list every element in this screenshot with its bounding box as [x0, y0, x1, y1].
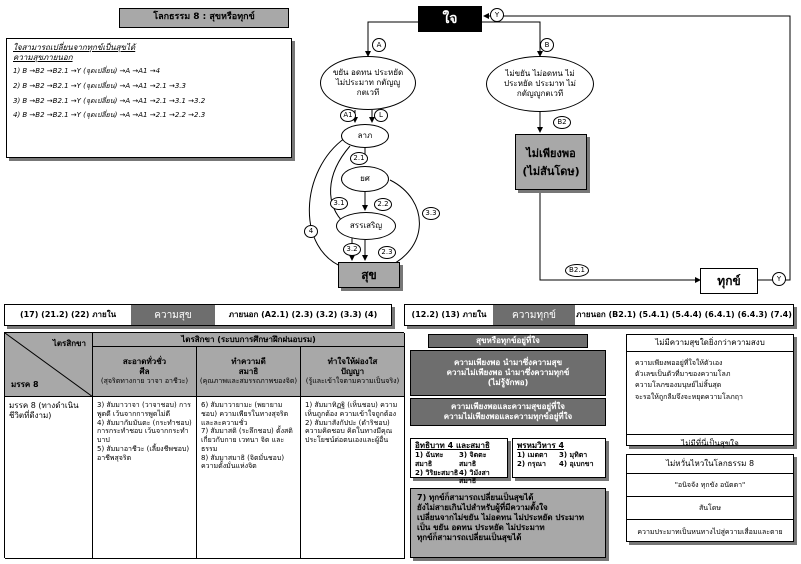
label-2-2: 2.2	[374, 198, 392, 211]
brahmavihara-title: พรหมวิหาร 4	[517, 441, 565, 450]
brahmavihara-item: 3) มุทิตา	[559, 451, 588, 459]
peace-footer: ไม่มีที่นี่เป็นสุขใจ	[627, 434, 793, 453]
iddhipada-item: 3) จิตตะสมาธิ	[459, 451, 487, 468]
unshaken-title: ไม่หวั่นไหวในโลกธรรม 8	[627, 455, 793, 474]
col-samadhi: ทำความดี สมาธิ (คุณภาพและสมรรถภาพของจิต)	[197, 347, 301, 397]
label-b21: B2.1	[565, 264, 589, 277]
flow-connectors	[308, 13, 791, 283]
label-2-1: 2.1	[350, 152, 368, 165]
edge-heart-left	[365, 21, 418, 57]
table-corner: ไตรสิกขา มรรค 8	[5, 333, 93, 397]
edge-heart-right	[482, 21, 543, 57]
suffering-label: ความทุกข์	[493, 305, 575, 325]
label-b2: B2	[553, 116, 571, 129]
label-2-3: 2.3	[378, 246, 396, 259]
brahmavihara-box: พรหมวิหาร 4 1) เมตตา 3) มุทิตา 2) กรุณา …	[512, 438, 606, 478]
mid-heart-box: ความเพียงพอและความสุขอยู่ที่ใจ ความไม่เพ…	[410, 398, 606, 426]
path-summary-subheading: ความสุขภายนอก	[13, 53, 73, 62]
col-title: ปัญญา	[340, 367, 365, 377]
label-a1: A1	[340, 109, 356, 122]
path-summary-box: ใจสามารถเปลี่ยนจากทุกข์เป็นสุขได้ ความสุ…	[6, 38, 292, 158]
label-3-1: 3.1	[330, 197, 348, 210]
peace-title: ไม่มีความสุขใดยิ่งกว่าความสงบ	[627, 335, 793, 352]
label-3-3: 3.3	[422, 207, 440, 220]
col-sub: (รู้และเข้าใจตามความเป็นจริง)	[305, 377, 400, 386]
happiness-outer-codes: ภายนอก (A2.1) (2.3) (3.2) (3.3) (4)	[228, 310, 378, 319]
path-item: 4) B →B2 →B2.1 →Y (จุดเปลี่ยน) →A →A1 →2…	[13, 111, 206, 120]
label-b: B	[540, 38, 554, 52]
col-title: ศีล	[139, 367, 150, 377]
happiness-label: ความสุข	[131, 305, 215, 325]
brahmavihara-item: 2) กรุณา	[517, 459, 546, 468]
unshaken-line: สันโดษ	[627, 497, 793, 520]
page-title: โลกธรรม 8 : สุขหรือทุกข์	[119, 8, 289, 28]
corner-top-label: ไตรสิกขา	[52, 339, 86, 348]
peace-body: ความเพียงพออยู่ที่ใจให้ตัวเอง ตัวเลขเป็น…	[635, 359, 743, 401]
cell-sila: 3) สัมมาวาจา (วาจาชอบ) การพูดดี เว้นจากก…	[93, 397, 197, 559]
mid-title: สุขหรือทุกข์อยู่ที่ใจ	[428, 334, 588, 348]
iddhipada-item: 2) วิริยะสมาธิ	[415, 468, 459, 477]
path-item: 2) B →B2 →B2.1 →Y (จุดเปลี่ยน) →A →A1 →2…	[13, 81, 186, 90]
unshaken-line: ความประมาทเป็นหนทางไปสู่ความเสื่อมและตาย	[637, 527, 783, 536]
happiness-inner-codes: (17) (21.2) (22) ภายใน	[19, 310, 117, 319]
suffering-bar: (12.2) (13) ภายใน ความทุกข์ ภายนอก (B2.1…	[404, 304, 794, 326]
change-box: 7) ทุกข์ก็สามารถเปลี่ยนเป็นสุขได้ ยังไม่…	[410, 488, 606, 558]
path-summary-heading: ใจสามารถเปลี่ยนจากทุกข์เป็นสุขได้	[13, 43, 136, 52]
label-3-2: 3.2	[343, 243, 361, 256]
iddhipada-title: อิทธิบาท 4 และสมาธิ	[415, 441, 490, 450]
col-sila: สะอาดทั่วชั่ว ศีล (สุจริตทางกาย วาจา อาช…	[93, 347, 197, 397]
col-title: สะอาดทั่วชั่ว	[122, 357, 167, 367]
brahmavihara-item: 1) เมตตา	[517, 451, 548, 459]
cell-panna: 1) สัมมาทิฏฐิ (เห็นชอบ) ความเห็นถูกต้อง …	[301, 397, 405, 559]
labha-node: ลาภ	[341, 124, 389, 148]
label-4: 4	[304, 225, 318, 238]
suffering-outer-codes: ภายนอก (B2.1) (5.4.1) (5.4.4) (6.4.1) (6…	[576, 310, 792, 319]
dukkha-node: ทุกข์	[700, 268, 758, 294]
yasa-node: ยศ	[341, 166, 389, 192]
col-sub: (คุณภาพและสมรรถภาพของจิต)	[199, 377, 298, 386]
col-title: สมาธิ	[238, 367, 259, 377]
iddhipada-item: 1) ฉันทะสมาธิ	[415, 451, 444, 468]
unshaken-line: "อนิจจัง ทุกขัง อนัตตา"	[627, 474, 793, 497]
not-enough-node: ไม่เพียงพอ (ไม่สันโดษ)	[515, 134, 587, 190]
happiness-bar: (17) (21.2) (22) ภายใน ความสุข ภายนอก (A…	[4, 304, 392, 326]
heart-node: ใจ	[418, 6, 482, 32]
col-sub: (สุจริตทางกาย วาจา อาชีวะ)	[100, 377, 189, 386]
cell-samadhi: 6) สัมมาวายามะ (พยายามชอบ) ความเพียรในทา…	[197, 397, 301, 559]
peace-box: ไม่มีความสุขใดยิ่งกว่าความสงบ ความเพียงพ…	[626, 334, 794, 448]
iddhipada-item: 4) วิมังสาสมาธิ	[459, 468, 490, 486]
row-label: มรรค 8 (ทางดำเนินชีวิตที่ดีงาม)	[5, 397, 93, 559]
col-title: ทำใจให้ผ่องใส	[327, 357, 378, 367]
label-y-bottom: Y	[772, 272, 786, 286]
label-l: L	[374, 109, 388, 122]
col-title: ทำความดี	[231, 357, 266, 367]
iddhipada-box: อิทธิบาท 4 และสมาธิ 1) ฉันทะสมาธิ 3) จิต…	[410, 438, 508, 485]
path-item: 3) B →B2 →B2.1 →Y (จุดเปลี่ยน) →A →A1 →2…	[13, 96, 206, 105]
sukha-node: สุข	[338, 262, 400, 288]
brahmavihara-item: 4) อุเบกขา	[559, 459, 594, 468]
unshaken-box: ไม่หวั่นไหวในโลกธรรม 8 "อนิจจัง ทุกขัง อ…	[626, 454, 794, 542]
pasamsa-node: สรรเสริญ	[336, 212, 396, 240]
path-item: 1) B →B2 →B2.1 →Y (จุดเปลี่ยน) →A →A1 →4	[13, 67, 161, 75]
vice-ellipse: ไม่ขยัน ไม่อดทน ไม่ประหยัด ประมาท ไม่กตั…	[486, 56, 594, 112]
corner-bottom-label: มรรค 8	[11, 380, 39, 389]
label-a: A	[372, 38, 386, 52]
mid-sufficiency-box: ความเพียงพอ นำมาซึ่งความสุข ความไม่เพียง…	[410, 350, 606, 396]
col-panna: ทำใจให้ผ่องใส ปัญญา (รู้และเข้าใจตามความ…	[301, 347, 405, 397]
virtue-ellipse: ขยัน อดทน ประหยัด ไม่ประมาท กตัญญูกตเวที	[320, 56, 416, 110]
table-header: ไตรสิกขา (ระบบการศึกษาฝึกฝนอบรม)	[93, 333, 405, 347]
threefold-training-table: ไตรสิกขา มรรค 8 ไตรสิกขา (ระบบการศึกษาฝึ…	[4, 332, 405, 559]
label-y-top: Y	[490, 8, 504, 22]
suffering-inner-codes: (12.2) (13) ภายใน	[411, 310, 487, 319]
